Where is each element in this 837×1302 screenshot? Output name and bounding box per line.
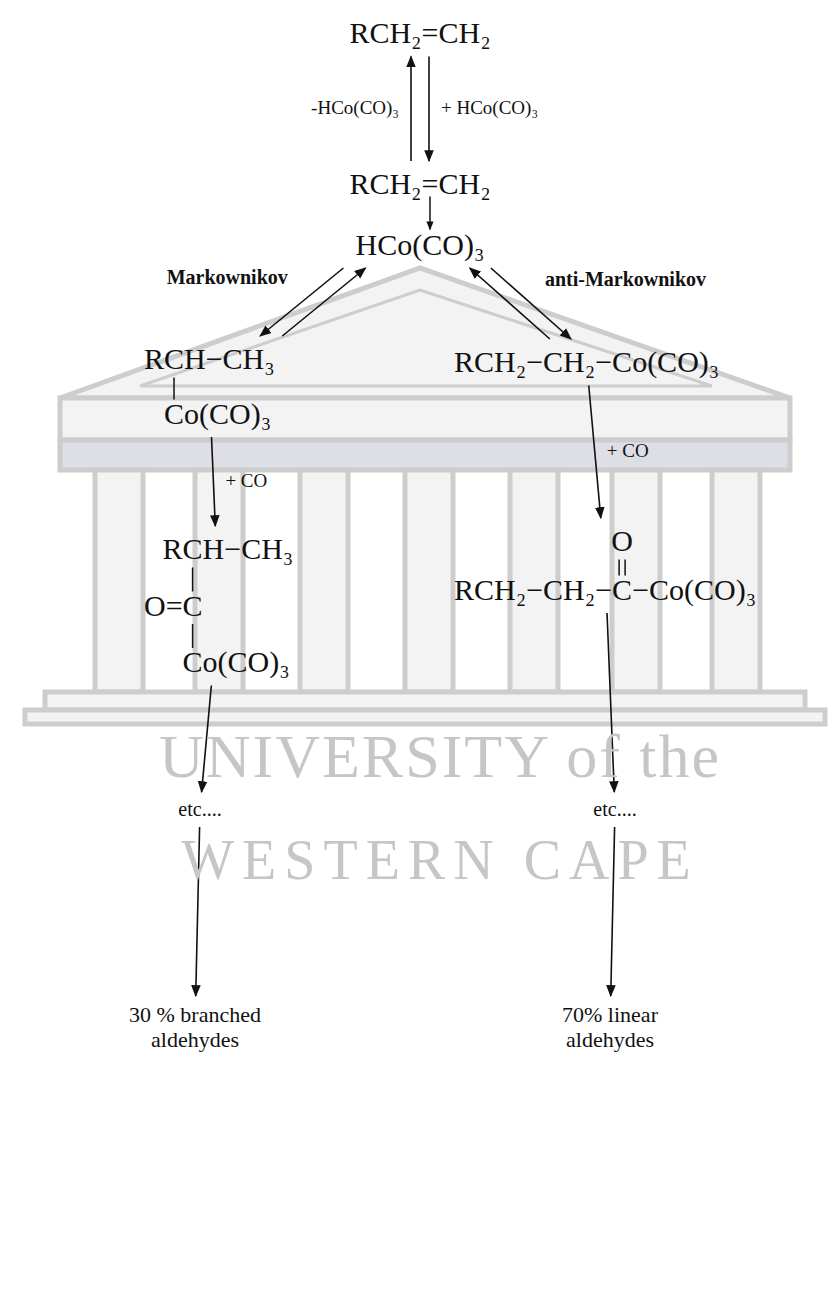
edge-label: Markownikov [167,266,288,289]
edge-label: anti-Markownikov [545,268,706,291]
formula-text: O=C [144,589,203,624]
formula-text: RCH−CH₃ [163,532,294,567]
formula-text: 30 % branched aldehydes [110,1002,280,1053]
edge-label: -HCo(CO)₃ [311,97,399,119]
species-node: RCH−CH₃ O=C Co(CO)₃ [140,530,297,682]
reaction-arrow [428,57,430,162]
continuation-node: etc.... [589,796,640,823]
edge-label: + CO [225,470,267,492]
species-node: RCH−CH₃ Co(CO)₃ [140,340,279,433]
logo-column [405,470,453,692]
reaction-arrow [212,437,216,526]
logo-band [60,440,790,470]
reaction-arrow [282,268,365,336]
formula-text: RCH₂=CH₂ [349,167,490,202]
species-node: RCH₂=CH₂ [345,14,494,53]
formula-text: Co(CO)₃ [183,645,290,680]
continuation-node: etc.... [174,796,225,823]
reaction-arrow [470,268,550,339]
formula-text: RCH₂=CH₂ [349,16,490,51]
logo-step [25,710,825,724]
formula-text: Co(CO)₃ [164,397,271,432]
bond-line [192,624,194,648]
formula-text: RCH₂−CH₂−Co(CO)₃ [454,345,719,380]
watermark-text: WESTERN CAPE [181,830,699,892]
logo-column [300,470,348,692]
formula-text: O [611,524,633,559]
logo-column [95,470,143,692]
formula-text: RCH₂−CH₂−C−Co(CO)₃ [454,573,756,608]
edge-label: + CO [607,440,649,462]
coordination-arrow [429,197,431,230]
formula-text: 70% linear aldehydes [525,1002,695,1053]
species-node: RCH₂=CH₂ HCo(CO)₃ [345,165,494,264]
bond-line [173,378,175,400]
reaction-arrow [589,386,601,519]
species-node: RCH₂−CH₂−Co(CO)₃ [450,343,723,382]
edge-label: + HCo(CO)₃ [441,97,538,119]
logo-step [45,692,805,710]
formula-text: etc.... [178,798,221,821]
watermark-text: UNIVERSITY of the [159,722,721,790]
product-node: 30 % branched aldehydes [106,1000,284,1055]
formula-text: RCH−CH₃ [144,342,275,377]
product-node: 70% linear aldehydes [521,1000,699,1055]
species-node: O RCH₂−CH₂−C−Co(CO)₃ [450,522,760,609]
bond-line [192,568,194,592]
reaction-arrow [410,57,412,162]
formula-text: HCo(CO)₃ [349,228,490,263]
formula-text: etc.... [593,798,636,821]
